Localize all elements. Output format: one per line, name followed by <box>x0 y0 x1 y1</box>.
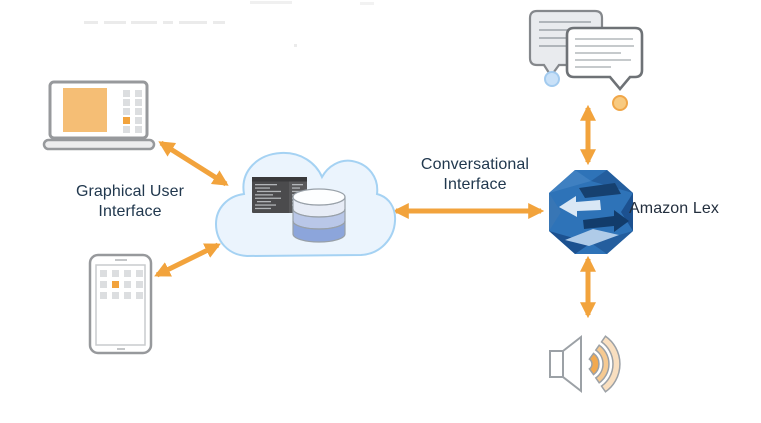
chat-bubbles-icon <box>528 9 644 111</box>
laptop-icon <box>42 80 156 151</box>
label-graphical-user-interface: Graphical User Interface <box>75 183 185 221</box>
speaker-cone <box>549 334 582 394</box>
database-icon <box>292 188 346 243</box>
smartphone-icon <box>88 253 153 355</box>
label-conversational-interface: Conversational Interface <box>420 156 530 194</box>
sound-waves <box>588 335 621 393</box>
cloud-code-database-icon <box>214 151 397 258</box>
lex-flow-arrows <box>559 183 629 246</box>
amazon-lex-icon <box>549 170 633 254</box>
laptop-screen-window <box>63 88 107 132</box>
speaker-sound-waves-icon <box>549 334 621 394</box>
arrow-phone-cloud <box>154 242 221 278</box>
chat-bubble-front <box>565 26 644 92</box>
label-amazon-lex: Amazon Lex <box>629 200 719 217</box>
phone-app-grid <box>100 270 143 299</box>
chat-dot-orange <box>612 95 628 111</box>
laptop-app-grid <box>123 90 142 133</box>
chat-dot-blue <box>544 71 560 87</box>
